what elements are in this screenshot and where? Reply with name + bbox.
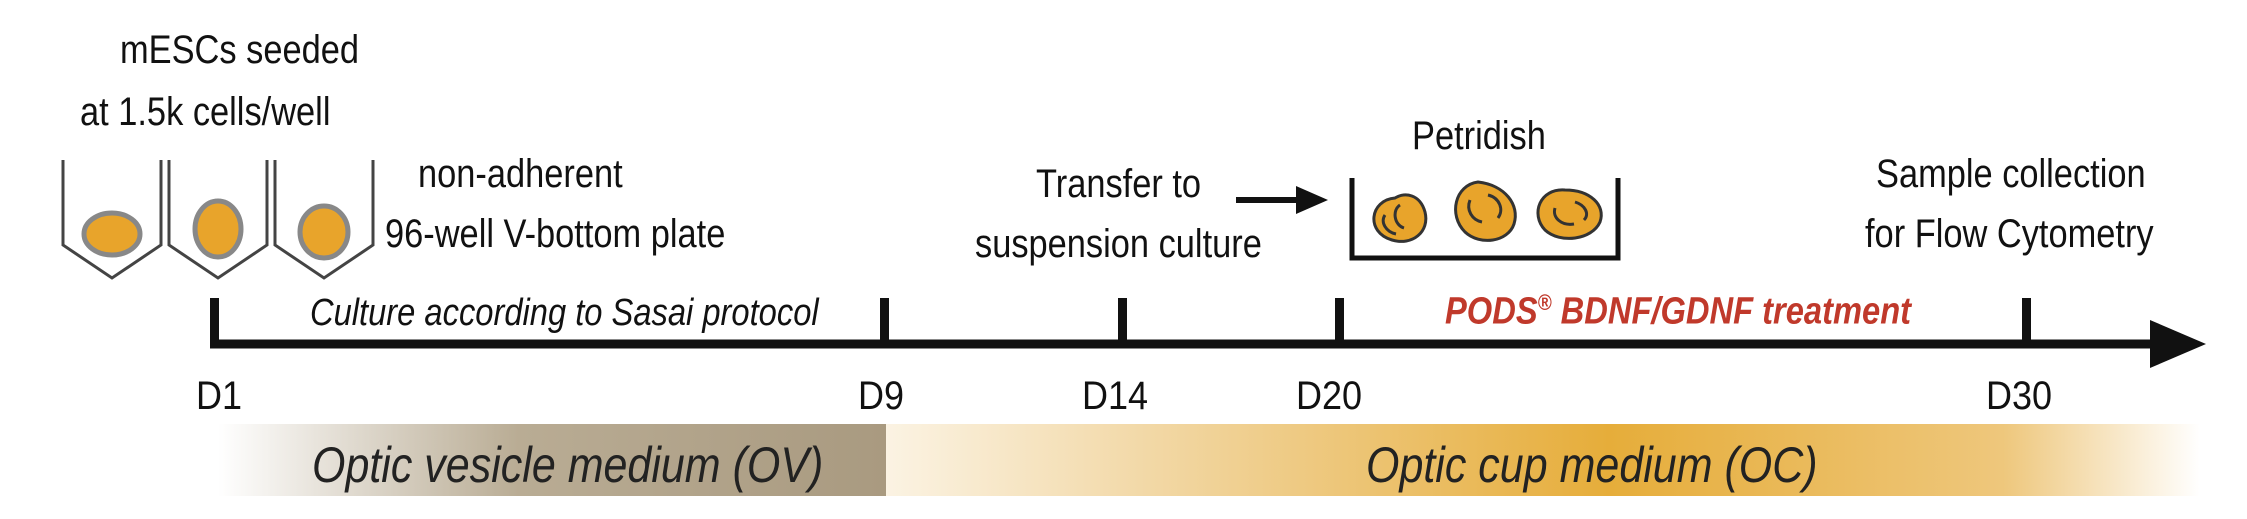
well-plate-illustration xyxy=(61,160,375,280)
transfer-line2: suspension culture xyxy=(975,222,1262,266)
plate-line2: 96-well V-bottom plate xyxy=(385,212,726,256)
transfer-arrow-icon xyxy=(1236,186,1328,214)
oc-medium-label: Optic cup medium (OC) xyxy=(1366,437,1818,493)
timeline-arrowhead-icon xyxy=(2150,320,2206,368)
treatment-suffix: BDNF/GDNF treatment xyxy=(1551,290,1912,333)
optic-cup-organoids xyxy=(1372,180,1603,243)
oc-medium-band xyxy=(886,424,2200,496)
tick-d9 xyxy=(880,298,889,348)
petridish-icon xyxy=(1349,178,1621,261)
cell-2 xyxy=(192,198,244,260)
mescs-seeded-line1: mESCs seeded xyxy=(120,28,360,72)
petridish-label: Petridish xyxy=(1412,114,1546,158)
tick-d30 xyxy=(2022,298,2031,348)
tick-d1 xyxy=(210,298,219,348)
day-label-d1: D1 xyxy=(196,374,243,418)
transfer-line1: Transfer to xyxy=(1036,162,1202,206)
sample-line2: for Flow Cytometry xyxy=(1865,212,2154,256)
organoid-3 xyxy=(1536,188,1603,240)
tick-d20 xyxy=(1335,298,1344,348)
mescs-seeded-line2: at 1.5k cells/well xyxy=(80,90,331,134)
day-label-d20: D20 xyxy=(1296,374,1363,418)
sample-line1: Sample collection xyxy=(1876,152,2146,196)
day-label-d9: D9 xyxy=(858,374,905,418)
registered-mark: ® xyxy=(1537,290,1552,315)
organoid-2 xyxy=(1454,180,1517,242)
organoid-1 xyxy=(1372,193,1428,243)
treatment-label: PODS® BDNF/GDNF treatment xyxy=(1445,292,1911,331)
treatment-prefix: PODS xyxy=(1445,290,1538,333)
day-label-d14: D14 xyxy=(1082,374,1149,418)
ov-medium-band xyxy=(218,424,886,496)
cell-3 xyxy=(297,203,351,261)
plate-line1: non-adherent xyxy=(418,152,623,196)
culture-protocol-label: Culture according to Sasai protocol xyxy=(310,292,819,334)
well-3 xyxy=(273,160,375,280)
seeded-cells xyxy=(81,198,351,261)
well-2 xyxy=(167,160,269,280)
cell-1 xyxy=(81,210,143,258)
ov-medium-label: Optic vesicle medium (OV) xyxy=(312,437,824,493)
day-label-d30: D30 xyxy=(1986,374,2053,418)
tick-d14 xyxy=(1118,298,1127,348)
well-1 xyxy=(61,160,163,280)
timeline-axis xyxy=(210,298,2206,368)
